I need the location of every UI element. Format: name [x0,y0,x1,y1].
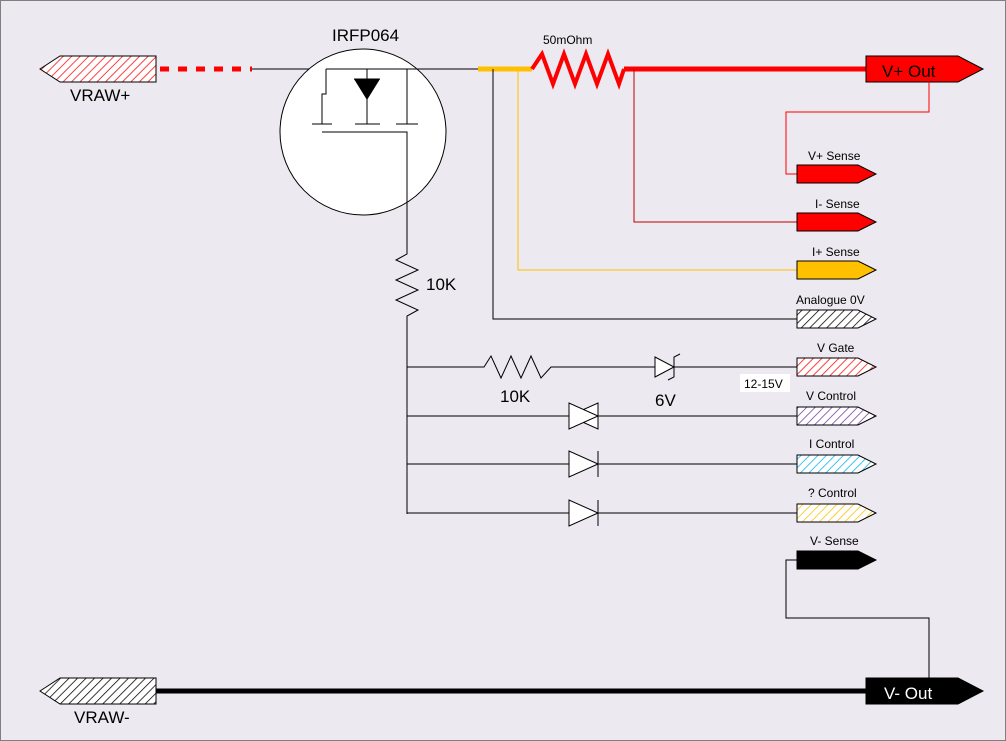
v-control-label: V Control [806,389,856,403]
v-minus-out-label: V- Out [884,684,932,703]
i-control-diode-icon [568,450,600,478]
i-plus-sense-connector [796,260,878,280]
v-minus-sense-connector [796,550,878,570]
analogue-0v-wire [492,69,800,320]
vraw-plus-label: VRAW+ [70,86,130,105]
mosfet-symbol [279,48,447,250]
q-control-connector [796,503,878,523]
q-control-label: ? Control [808,486,857,500]
analogue-0v-label: Analogue 0V [796,293,865,307]
v-control-diode-icon [567,402,600,430]
v-gate-connector [796,357,878,377]
i-minus-sense-wire [633,69,800,223]
v-plus-out-connector [865,55,985,83]
mosfet-label: IRFP064 [332,26,399,45]
analogue-0v-connector [796,309,878,329]
v-control-connector [796,406,878,426]
q-control-diode-icon [568,499,600,527]
series-resistor-label: 10K [500,387,531,406]
vraw-minus-connector [39,677,157,705]
v-minus-sense-label: V- Sense [810,534,859,548]
v-minus-out-connector [865,677,985,705]
vraw-minus-label: VRAW- [74,708,130,727]
body-diode-icon [354,79,380,100]
gate-resistor-label: 10K [426,275,457,294]
shunt-label: 50mOhm [543,33,592,47]
i-minus-sense-label: I- Sense [815,197,860,211]
v-plus-sense-label: V+ Sense [808,149,861,163]
gate-voltage-note-box [740,374,790,392]
gate-voltage-note: 12-15V [744,377,783,391]
v-gate-label: V Gate [817,341,855,355]
i-plus-sense-wire [517,69,800,271]
gate-resistor-icon [394,250,420,514]
zener-label: 6V [655,391,676,410]
v-plus-sense-connector [796,164,878,184]
i-control-label: I Control [809,437,854,451]
i-control-connector [796,454,878,474]
v-minus-sense-wire [785,559,930,679]
v-plus-out-label: V+ Out [882,62,936,81]
i-plus-sense-label: I+ Sense [812,245,860,259]
series-resistor-icon [407,354,655,380]
i-minus-sense-connector [796,212,878,232]
vraw-plus-connector [39,55,157,83]
v-plus-sense-wire [785,82,930,175]
shunt-resistor-icon [530,48,626,91]
